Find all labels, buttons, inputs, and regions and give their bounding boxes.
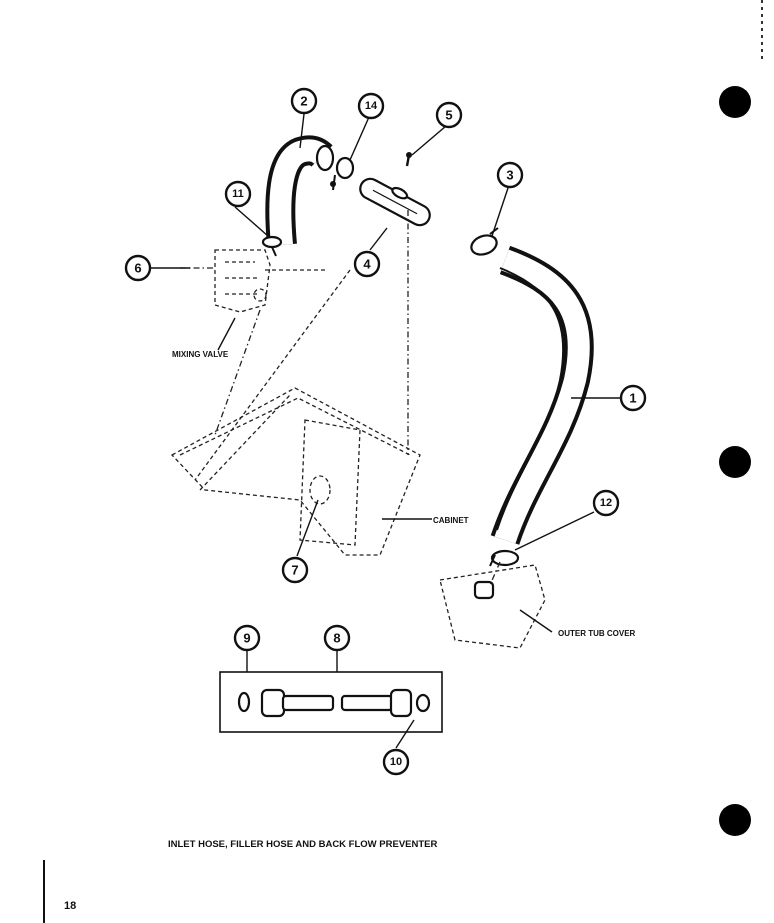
svg-text:4: 4 xyxy=(363,257,371,272)
page-number: 18 xyxy=(64,900,76,912)
inlet-hose-assembly-box xyxy=(219,671,443,733)
callout-7: 7 xyxy=(281,556,309,584)
callout-14: 14 xyxy=(357,92,385,120)
callout-6: 6 xyxy=(124,254,152,282)
svg-text:5: 5 xyxy=(445,108,452,123)
svg-text:14: 14 xyxy=(365,100,378,112)
callout-2: 2 xyxy=(290,87,318,115)
callout-9: 9 xyxy=(233,624,261,652)
callout-11: 11 xyxy=(224,180,252,208)
label-outer-tub-cover: OUTER TUB COVER xyxy=(558,629,636,638)
callout-1: 1 xyxy=(619,384,647,412)
svg-text:10: 10 xyxy=(390,756,402,768)
clamp-part-3 xyxy=(470,227,499,256)
assembly-lines xyxy=(214,210,501,586)
filler-hose-part-2 xyxy=(265,135,335,247)
mixing-valve xyxy=(180,249,271,313)
cabinet xyxy=(170,269,421,556)
callout-12: 12 xyxy=(592,489,620,517)
label-cabinet: CABINET xyxy=(433,516,469,525)
callout-5: 5 xyxy=(435,101,463,129)
svg-text:1: 1 xyxy=(629,391,636,406)
svg-text:7: 7 xyxy=(291,563,298,578)
inlet-hose-part-1 xyxy=(490,245,594,545)
clamp-part-14 xyxy=(330,156,355,191)
svg-text:12: 12 xyxy=(600,497,612,509)
leader-lines xyxy=(151,113,620,749)
svg-text:3: 3 xyxy=(506,168,513,183)
binder-hole-middle xyxy=(719,446,751,478)
clamp-part-11 xyxy=(261,235,283,257)
binder-hole-top xyxy=(719,86,751,118)
svg-text:11: 11 xyxy=(232,188,244,200)
callout-10: 10 xyxy=(382,748,410,776)
callout-8: 8 xyxy=(323,624,351,652)
figure-caption: INLET HOSE, FILLER HOSE AND BACK FLOW PR… xyxy=(168,839,437,850)
callout-3: 3 xyxy=(496,161,524,189)
binder-hole-bottom xyxy=(719,804,751,836)
outer-tub-cover xyxy=(439,564,546,649)
svg-text:2: 2 xyxy=(300,94,307,109)
clamp-part-12 xyxy=(489,549,520,567)
svg-text:9: 9 xyxy=(243,631,250,646)
label-mixing-valve: MIXING VALVE xyxy=(172,350,229,359)
svg-text:6: 6 xyxy=(134,261,141,276)
screw-part-5 xyxy=(405,152,412,167)
callout-4: 4 xyxy=(353,250,381,278)
svg-text:8: 8 xyxy=(333,631,340,646)
back-flow-preventer-part-4 xyxy=(359,177,431,227)
